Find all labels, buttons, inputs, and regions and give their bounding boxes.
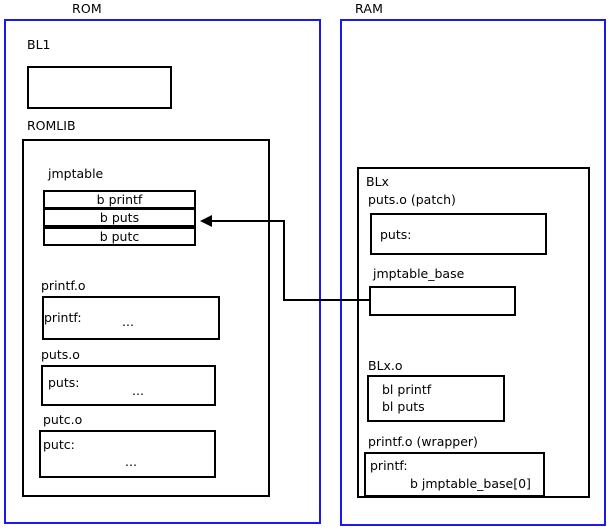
blx-label: BLx bbox=[366, 174, 389, 189]
printf-o-label: printf.o bbox=[41, 278, 86, 293]
puts-o-symbol: puts: bbox=[48, 375, 80, 390]
ram-region bbox=[340, 19, 606, 526]
rom-region-label: ROM bbox=[72, 1, 102, 16]
printf-wrapper-label: printf.o (wrapper) bbox=[368, 434, 478, 449]
jmptable-label: jmptable bbox=[48, 166, 104, 181]
putc-o-body: ... bbox=[125, 454, 137, 469]
connector-segment-vertical bbox=[283, 220, 285, 301]
jmptable-entry-printf[interactable]: b printf bbox=[43, 190, 196, 209]
jmptable-entry-putc[interactable]: b putc bbox=[43, 227, 196, 246]
puts-patch-label: puts.o (patch) bbox=[368, 192, 456, 207]
jmptable-base-label: jmptable_base bbox=[373, 266, 465, 281]
putc-o-symbol: putc: bbox=[43, 437, 75, 452]
printf-o-symbol: printf: bbox=[44, 310, 82, 325]
blx-o-line2: bl puts bbox=[382, 399, 425, 414]
arrow-left-icon bbox=[200, 215, 212, 227]
puts-patch-symbol: puts: bbox=[380, 227, 412, 242]
puts-patch-box: puts: bbox=[370, 213, 547, 255]
connector-segment-horizontal-lower bbox=[283, 299, 370, 301]
blx-o-label: BLx.o bbox=[368, 358, 403, 373]
printf-o-body: ... bbox=[122, 314, 134, 329]
jmptable-entry-puts[interactable]: b puts bbox=[43, 208, 196, 227]
romlib-label: ROMLIB bbox=[27, 118, 76, 133]
puts-o-label: puts.o bbox=[41, 347, 80, 362]
connector-segment-horizontal-upper bbox=[211, 220, 285, 222]
blx-o-line1: bl printf bbox=[382, 382, 432, 397]
putc-o-box: putc: ... bbox=[39, 430, 216, 478]
printf-wrapper-symbol: printf: bbox=[370, 458, 408, 473]
putc-o-label: putc.o bbox=[43, 412, 83, 427]
ram-region-label: RAM bbox=[355, 1, 384, 16]
bl1-label: BL1 bbox=[27, 37, 51, 52]
printf-o-box: printf: ... bbox=[42, 296, 220, 340]
printf-wrapper-box: printf: b jmptable_base[0] bbox=[364, 452, 545, 497]
bl1-box bbox=[27, 66, 172, 109]
puts-o-body: ... bbox=[132, 383, 144, 398]
printf-wrapper-instruction: b jmptable_base[0] bbox=[410, 476, 531, 491]
puts-o-box: puts: ... bbox=[41, 365, 216, 406]
jmptable-base-box bbox=[369, 286, 516, 316]
blx-o-box: bl printf bl puts bbox=[367, 375, 505, 422]
rom-region bbox=[4, 19, 321, 524]
